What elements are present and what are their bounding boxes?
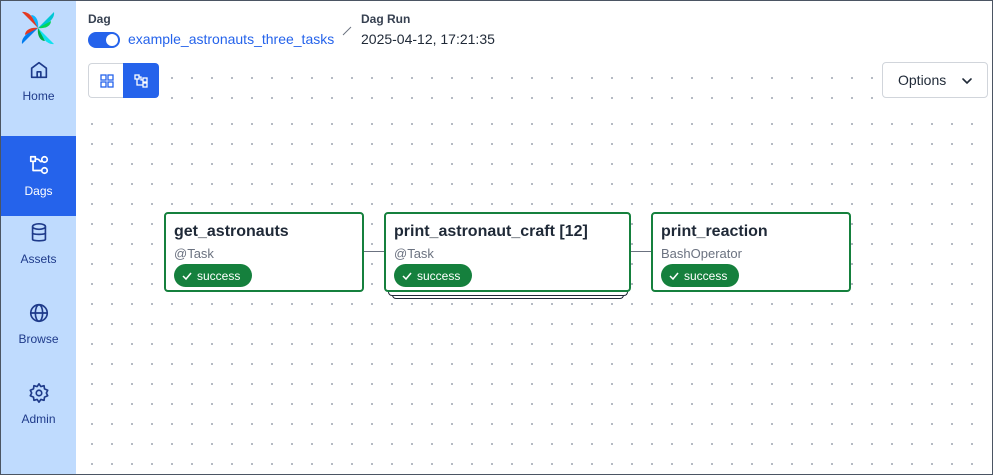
toggle-knob [106, 34, 118, 46]
chevron-down-icon [962, 78, 972, 85]
sidebar-item-label: Assets [20, 252, 57, 266]
status-text: success [684, 268, 728, 283]
graph-icon [134, 73, 148, 88]
task-operator: @Task [394, 246, 434, 261]
gear-icon [28, 383, 49, 403]
dag-run-label: Dag Run [361, 12, 411, 26]
sidebar-item-browse[interactable]: Browse [1, 284, 76, 364]
task-name: get_astronauts [174, 223, 289, 240]
sidebar-item-label: Dags [24, 184, 53, 198]
grid-view-button[interactable] [88, 63, 124, 98]
home-icon [30, 61, 47, 79]
graph-edge [363, 251, 385, 252]
status-badge: success [661, 264, 740, 287]
options-dropdown[interactable]: Options [882, 62, 988, 98]
graph-view-button[interactable] [123, 63, 159, 98]
sidebar-item-label: Browse [18, 332, 59, 346]
sidebar-item-label: Home [22, 89, 55, 103]
task-operator: @Task [174, 246, 214, 261]
dag-run-date: 2025-04-12, 17:21:35 [361, 31, 495, 47]
dags-icon [29, 155, 48, 175]
graph-edge [630, 251, 652, 252]
graph-canvas-top [160, 62, 880, 108]
dag-id-link[interactable]: example_astronauts_three_tasks [128, 31, 335, 47]
dag-label: Dag [88, 12, 111, 26]
check-icon [402, 272, 412, 280]
sidebar: Home Dags Assets Browse Admin [1, 1, 76, 474]
database-icon [31, 223, 46, 242]
dag-pause-toggle[interactable] [88, 32, 120, 48]
status-text: success [417, 268, 461, 283]
task-node-print-astronaut-craft[interactable]: print_astronaut_craft [12] @Task success [384, 212, 631, 292]
sidebar-item-label: Admin [21, 412, 56, 426]
sidebar-item-home[interactable]: Home [1, 41, 76, 121]
grid-icon [99, 73, 114, 88]
sidebar-item-assets[interactable]: Assets [1, 204, 76, 284]
task-name: print_reaction [661, 223, 768, 240]
task-node-print-reaction[interactable]: print_reaction BashOperator success [651, 212, 851, 292]
sidebar-item-dags[interactable]: Dags [1, 136, 76, 216]
mapped-task-stack [388, 290, 628, 296]
status-badge: success [394, 264, 473, 287]
status-badge: success [174, 264, 253, 287]
check-icon [669, 272, 679, 280]
status-text: success [197, 268, 241, 283]
check-icon [182, 272, 192, 280]
globe-icon [29, 303, 48, 323]
breadcrumb-separator-icon [342, 26, 352, 36]
airflow-logo-icon[interactable] [19, 9, 57, 47]
task-node-get-astronauts[interactable]: get_astronauts @Task success [164, 212, 364, 292]
task-name: print_astronaut_craft [12] [394, 223, 588, 240]
options-label: Options [898, 72, 947, 88]
task-operator: BashOperator [661, 246, 742, 261]
sidebar-item-admin[interactable]: Admin [1, 364, 76, 444]
